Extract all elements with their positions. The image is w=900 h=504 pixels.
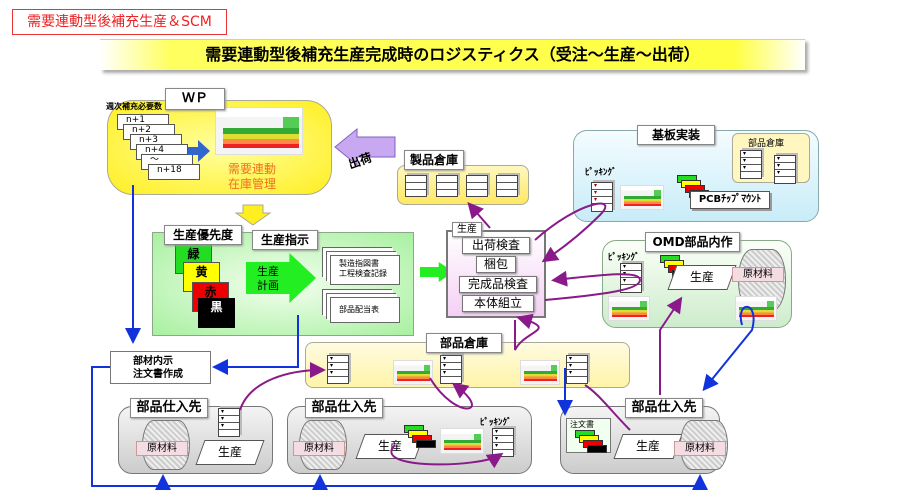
supplier-production-text: 生産: [377, 439, 402, 453]
supplier-3-raw: 原材料: [674, 441, 726, 456]
supplier-2-picking: ﾋﾟｯｷﾝｸﾞ: [480, 418, 512, 428]
mini-chart: [393, 360, 433, 385]
caption-1: 需要連動: [227, 162, 276, 176]
page-title: 需要連動型後補充生産完成時のロジスティクス（受注～生産～出荷）: [100, 39, 805, 70]
shelf-icon: [496, 175, 518, 197]
doc-stack-2: 部品配当表: [330, 297, 400, 323]
mini-chart: [620, 185, 664, 210]
supplier-2-label: 部品仕入先: [305, 398, 383, 418]
mini-chart: [608, 296, 650, 321]
caption: 需要連動在庫管理: [222, 162, 282, 192]
parts-warehouse-label: 部品倉庫: [426, 333, 502, 353]
omd-label: OMD部品内作: [645, 232, 740, 252]
shelf-icon: ▾▾▾: [740, 150, 762, 179]
inventory-chart: [215, 107, 303, 155]
shelf-icon: ▾▾▾: [566, 355, 588, 384]
down-arrow: [234, 204, 272, 226]
cards-title: 週次補充必要数: [106, 102, 162, 111]
pcb-mount: PCBﾁｯﾌﾟﾏｳﾝﾄ: [690, 191, 770, 209]
to-production-arrow: [420, 262, 454, 282]
doc-stack-1: 製造指図書工程検査記録: [330, 255, 400, 285]
diagram-tag: 需要連動型後補充生産＆SCM: [12, 9, 227, 35]
caption-2: 在庫管理: [227, 177, 276, 191]
omd-raw: 原材料: [732, 267, 784, 282]
shelf-icon: ▾▾▾: [327, 355, 349, 384]
shipping-label: 出荷: [346, 150, 374, 172]
priority-black: 黒: [198, 298, 235, 328]
plan-text-2: 計画: [257, 279, 279, 292]
supplier-production-text: 生産: [635, 439, 660, 453]
card: n+18: [148, 164, 200, 180]
mini-chart: [735, 296, 777, 321]
supplier-1-label: 部品仕入先: [130, 398, 208, 418]
wp-label: ＷＰ: [165, 88, 225, 110]
shelf-icon: [466, 175, 488, 197]
omd-production-text: 生産: [689, 270, 714, 284]
product-warehouse-label: 製品倉庫: [404, 150, 464, 170]
doc-text: 工程検査記録: [339, 269, 387, 278]
supplier-3-production: 生産: [613, 434, 683, 459]
production-label: 生産: [452, 222, 482, 237]
shelf-icon: [405, 175, 427, 197]
order-line-2: 注文書作成: [133, 369, 183, 380]
shelf-icon: [436, 175, 458, 197]
shelf-icon: ▾▾▾: [440, 355, 462, 384]
order-box: 部材内示注文書作成: [110, 351, 211, 384]
plan-text-1: 生産: [257, 265, 279, 278]
supplier-production-text: 生産: [217, 445, 242, 459]
shelf-icon: ▾▾▾: [492, 428, 514, 457]
supplier-3-label: 部品仕入先: [625, 398, 703, 418]
supplier-1-raw: 原材料: [136, 441, 188, 456]
step-final-inspection: 完成品検査: [459, 276, 537, 293]
step-assembly: 本体組立: [462, 295, 534, 312]
supplier-2-raw: 原材料: [293, 441, 345, 456]
priority-label: 生産優先度: [164, 225, 242, 245]
mini-chart: [520, 360, 560, 385]
flag-black: [416, 440, 436, 448]
instruction-label: 生産指示: [252, 230, 318, 250]
board-label: 基板実装: [637, 125, 715, 145]
shelf-icon: ▾▾▾: [620, 263, 642, 293]
doc-text: 製造指図書: [339, 259, 379, 268]
shelf-icon: ▾▾▾: [218, 408, 240, 437]
shelf-icon: ▾▾▾: [591, 182, 613, 212]
flag-black: [587, 445, 607, 453]
step-packing: 梱包: [476, 256, 516, 273]
step-shipping-inspection: 出荷検査: [462, 237, 530, 254]
board-warehouse-label: 部品倉庫: [748, 139, 785, 149]
mini-chart: [440, 428, 484, 454]
supplier-1-production: 生産: [195, 440, 265, 465]
order-doc-text: 注文書: [570, 420, 594, 429]
board-picking: ﾋﾟｯｷﾝｸﾞ: [585, 168, 617, 178]
shelf-icon: ▾▾▾: [774, 155, 796, 184]
order-line-1: 部材内示: [133, 356, 173, 367]
omd-production: 生産: [667, 265, 737, 290]
omd-picking: ﾋﾟｯｷﾝｸﾞ: [608, 253, 640, 263]
